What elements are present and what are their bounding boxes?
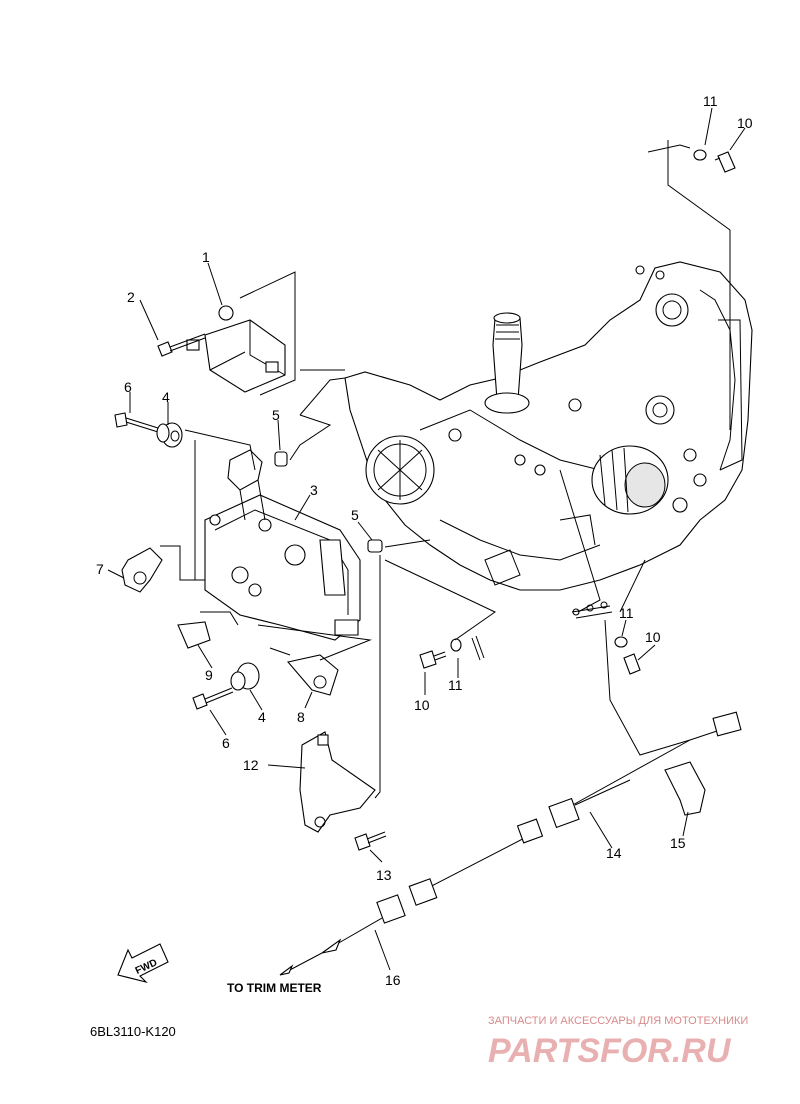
part-6-bolt-top	[114, 412, 159, 433]
guide-lines	[160, 140, 731, 799]
watermark: ЗАПЧАСТИ И АКСЕССУАРЫ ДЛЯ МОТОТЕХНИКИ PA…	[488, 1015, 748, 1070]
callout-15: 15	[670, 835, 686, 851]
callout-2: 2	[127, 289, 135, 305]
part-terminals	[571, 601, 613, 619]
callout-11-right: 11	[619, 605, 634, 621]
watermark-brand: PARTSFOR.RU	[488, 1032, 732, 1070]
part-11-washer-top	[693, 149, 707, 161]
part-11-washer-mid	[450, 638, 462, 652]
callout-8: 8	[297, 709, 305, 725]
callout-10-right: 10	[645, 629, 661, 645]
engine-block	[344, 261, 753, 591]
callout-14: 14	[606, 845, 622, 861]
callout-3: 3	[310, 482, 318, 498]
part-9-clip	[177, 621, 211, 649]
callout-16: 16	[385, 972, 401, 988]
callout-10-mid: 10	[414, 697, 430, 713]
part-13-bolt	[354, 831, 387, 851]
part-4-grommet-top	[156, 422, 183, 448]
callout-5-top: 5	[272, 407, 280, 423]
part-15-clamp	[664, 761, 706, 816]
part-2-bolt	[157, 333, 206, 357]
trim-meter-label: TO TRIM METER	[227, 981, 322, 995]
callout-6-low: 6	[222, 735, 230, 751]
part-12-bracket	[299, 731, 376, 833]
callout-11-mid: 11	[448, 677, 463, 693]
part-11-washer-right	[614, 636, 628, 648]
part-8-clamp	[286, 654, 339, 696]
callout-12: 12	[243, 757, 259, 773]
diagram-code: 6BL3110-K120	[90, 1024, 176, 1039]
part-lead-top	[647, 144, 691, 153]
part-14-harness	[408, 619, 742, 906]
callout-6-top: 6	[124, 379, 132, 395]
part-10-bolt-mid	[419, 650, 447, 669]
part-4-grommet-low	[230, 662, 260, 691]
part-7-clamp	[121, 547, 163, 593]
part-10-bolt-top	[714, 151, 736, 173]
part-1-rectifier	[186, 305, 286, 393]
bracket-assembly	[204, 449, 361, 641]
callout-4-low: 4	[258, 709, 266, 725]
callout-1: 1	[202, 249, 210, 265]
part-5-collar-mid	[367, 539, 383, 553]
callout-13: 13	[376, 867, 392, 883]
watermark-tagline: ЗАПЧАСТИ И АКСЕССУАРЫ ДЛЯ МОТОТЕХНИКИ	[488, 1015, 748, 1027]
callout-5-mid: 5	[351, 507, 359, 523]
part-5-collar-top	[274, 451, 288, 467]
callout-4-top: 4	[162, 389, 170, 405]
callout-11-top: 11	[703, 93, 718, 109]
callout-numbers: 1 2 6 4 5 3 5 7 9 4 6 8 12 13 10 11 11 1…	[96, 93, 753, 988]
callout-9: 9	[205, 667, 213, 683]
callout-10-top: 10	[737, 115, 753, 131]
callout-leaders	[107, 107, 746, 971]
fwd-arrow: FWD	[117, 943, 169, 984]
part-lead-mid	[471, 635, 485, 661]
callout-7: 7	[96, 561, 104, 577]
part-6-bolt-low	[192, 687, 234, 710]
part-10-bolt-right	[623, 653, 641, 675]
part-16-lead	[279, 894, 406, 976]
